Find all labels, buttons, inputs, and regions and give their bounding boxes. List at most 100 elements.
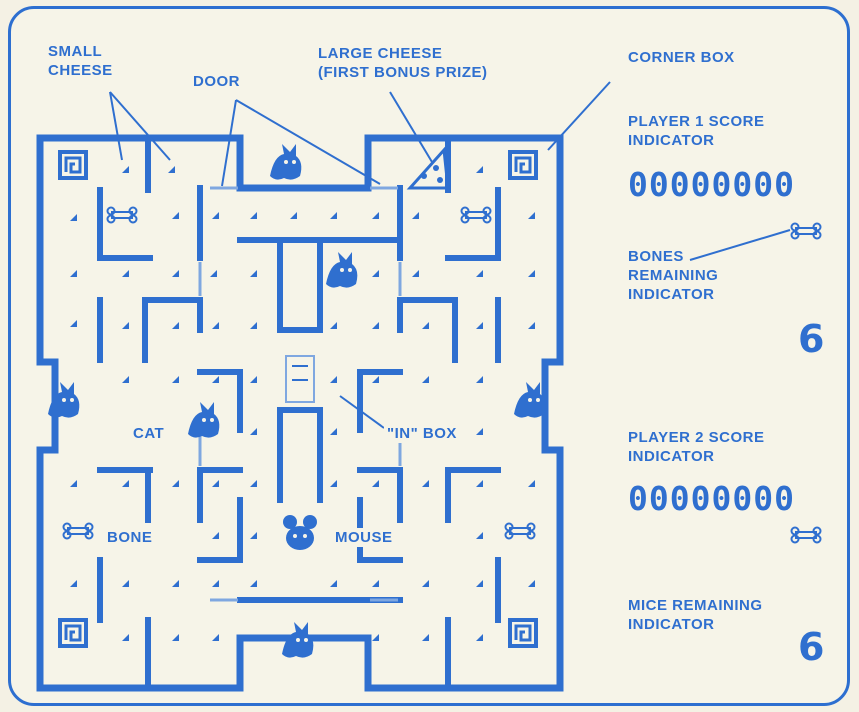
cheese-wedge-icon <box>422 634 429 641</box>
cheese-wedge-icon <box>70 580 77 587</box>
cheese-wedge-icon <box>172 270 179 277</box>
cheese-wedge-icon <box>212 532 219 539</box>
cheese-wedge-icon <box>250 270 257 277</box>
cheese-wedge-icon <box>422 580 429 587</box>
in-box <box>286 356 314 402</box>
small-cheese-label: SMALL CHEESE <box>48 42 113 80</box>
cheese-wedge-icon <box>122 166 129 173</box>
corner-spiral-icon <box>60 620 86 646</box>
cheese-wedge-icon <box>330 376 337 383</box>
cheese-wedge-icon <box>212 480 219 487</box>
cheese-wedge-icon <box>476 428 483 435</box>
mouse-label: MOUSE <box>332 528 396 547</box>
bone-label: BONE <box>104 528 155 547</box>
cat-icon <box>188 402 219 438</box>
corner-spiral-icon <box>510 152 536 178</box>
cheese-wedge-icon <box>250 580 257 587</box>
cheese-wedge-icon <box>250 376 257 383</box>
cat-icon <box>326 252 357 288</box>
corner-spiral-icon <box>60 152 86 178</box>
cheese-wedge-icon <box>528 212 535 219</box>
cheese-wedge-icon <box>528 270 535 277</box>
cheese-wedge-icon <box>372 480 379 487</box>
cheese-wedge-icon <box>476 322 483 329</box>
cheese-wedge-icon <box>70 320 77 327</box>
player1-score-indicator: 00000000 <box>628 168 795 202</box>
cheese-wedge-icon <box>476 270 483 277</box>
cheese-wedge-icon <box>250 532 257 539</box>
cheese-wedge-icon <box>212 322 219 329</box>
bone-icon <box>64 524 93 539</box>
bone-icon <box>792 528 821 543</box>
large-cheese-icon <box>410 150 448 188</box>
cheese-wedge-icon <box>422 376 429 383</box>
mice-remaining-count: 6 <box>798 628 824 666</box>
cheese-wedge-icon <box>122 270 129 277</box>
cheese-wedge-icon <box>122 580 129 587</box>
cheese-wedge-icon <box>528 322 535 329</box>
cheese-wedge-icon <box>476 580 483 587</box>
cheese-wedge-icon <box>70 270 77 277</box>
cat-label: CAT <box>130 424 167 443</box>
cheese-wedge-icon <box>212 580 219 587</box>
cheese-wedge-icon <box>422 322 429 329</box>
cheese-wedge-icon <box>372 580 379 587</box>
bone-icon <box>108 208 137 223</box>
cheese-wedge-icon <box>172 480 179 487</box>
cat-icon <box>270 144 301 180</box>
cheese-wedge-icon <box>70 214 77 221</box>
cheese-wedge-icon <box>172 212 179 219</box>
cheese-wedge-icon <box>172 634 179 641</box>
door-label: DOOR <box>193 72 240 91</box>
cheese-wedge-icon <box>330 322 337 329</box>
cheese-wedge-icon <box>212 376 219 383</box>
bones-remaining-label: BONES REMAINING INDICATOR <box>628 247 718 304</box>
cheese-wedge-icon <box>372 270 379 277</box>
cheese-wedge-icon <box>422 480 429 487</box>
bones-remaining-count: 6 <box>798 320 824 358</box>
cheese-wedge-icon <box>168 166 175 173</box>
cheese-wedge-icon <box>528 480 535 487</box>
cheese-wedge-icon <box>250 480 257 487</box>
cheese-wedge-icon <box>372 212 379 219</box>
cheese-wedge-icon <box>476 532 483 539</box>
corner-box-label: CORNER BOX <box>628 48 735 67</box>
cheese-wedge-icon <box>122 322 129 329</box>
player2-score-label: PLAYER 2 SCORE INDICATOR <box>628 428 765 466</box>
cheese-wedge-icon <box>250 212 257 219</box>
cheese-wedge-icon <box>372 376 379 383</box>
cheese-wedge-icon <box>412 212 419 219</box>
cheese-wedge-icon <box>476 166 483 173</box>
cheese-wedge-icon <box>330 480 337 487</box>
cheese-wedge-icon <box>372 634 379 641</box>
bone-icon <box>462 208 491 223</box>
cheese-wedge-icon <box>476 480 483 487</box>
in-box-label: "IN" BOX <box>384 424 460 443</box>
cat-icon <box>514 382 545 418</box>
cheese-wedge-icon <box>122 376 129 383</box>
cheese-wedge-icon <box>210 270 217 277</box>
cheese-wedge-icon <box>330 428 337 435</box>
bone-icon <box>506 524 535 539</box>
mice-remaining-label: MICE REMAINING INDICATOR <box>628 596 763 634</box>
cheese-wedge-icon <box>70 480 77 487</box>
cheese-wedge-icon <box>122 634 129 641</box>
mouse-icon <box>283 515 317 550</box>
cheese-wedge-icon <box>212 634 219 641</box>
cheese-wedge-icon <box>290 212 297 219</box>
cheese-wedge-icon <box>250 322 257 329</box>
cheese-wedge-icon <box>330 212 337 219</box>
cheese-wedge-icon <box>528 580 535 587</box>
cheese-wedge-icon <box>250 428 257 435</box>
player2-score-indicator: 00000000 <box>628 482 795 516</box>
corner-spiral-icon <box>510 620 536 646</box>
cheese-wedge-icon <box>476 376 483 383</box>
large-cheese-label: LARGE CHEESE (FIRST BONUS PRIZE) <box>318 44 488 82</box>
bone-icon <box>792 224 821 239</box>
cheese-wedge-icon <box>212 212 219 219</box>
player1-score-label: PLAYER 1 SCORE INDICATOR <box>628 112 765 150</box>
cheese-wedge-icon <box>172 322 179 329</box>
cheese-wedge-icon <box>122 480 129 487</box>
cheese-wedge-icon <box>172 376 179 383</box>
cheese-wedge-icon <box>476 634 483 641</box>
